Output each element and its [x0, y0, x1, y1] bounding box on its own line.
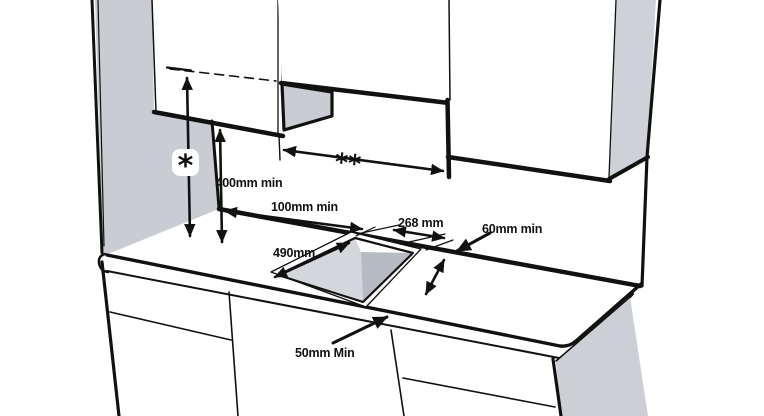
dimension-60mm-leader: [455, 231, 492, 253]
drawer-line-right: [402, 377, 556, 408]
label-268mm: 268 mm: [398, 216, 443, 230]
right-wall-edge: [640, 0, 662, 288]
hood-width-symbol: **: [333, 147, 362, 179]
base-cabinet-right-edge: [551, 357, 563, 416]
dimension-50mm-leader: [331, 315, 389, 345]
dimension-400mm: [214, 128, 228, 244]
dimension-hood-width-double-star: [278, 134, 445, 176]
dimension-100mm: [223, 206, 376, 237]
base-cabinets: [100, 260, 648, 416]
hood-height-symbol: *: [178, 149, 194, 184]
label-50mm-min: 50mm Min: [295, 346, 355, 360]
dimension-labels: * ** 400mm min 100mm min 268 mm 60mm min…: [172, 147, 542, 360]
base-cabinet-left-edge: [100, 260, 121, 416]
dimension-490mm: [273, 241, 351, 279]
wall-cabinet-right: [445, 0, 656, 184]
base-cabinet-divider-left: [228, 291, 239, 416]
hood-reference-dashed-line: [165, 66, 277, 82]
drawer-line-left: [109, 311, 232, 341]
label-60mm-min: 60mm min: [482, 222, 542, 236]
dimension-cutout-depth-edge: [399, 233, 446, 296]
wall-cabinet-middle: [278, 0, 452, 132]
label-100mm-min: 100mm min: [271, 200, 338, 214]
base-cabinet-divider-right: [390, 329, 405, 416]
label-490mm: 490mm: [273, 246, 315, 260]
hood-height-symbol-badge: *: [172, 149, 199, 184]
label-400mm-min: 400mm min: [216, 176, 283, 190]
